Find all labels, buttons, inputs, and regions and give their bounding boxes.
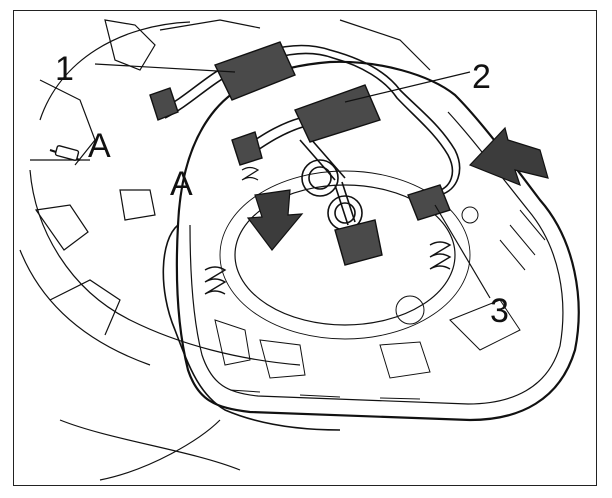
connectors [149,41,451,266]
connector-1 [214,41,296,101]
callout-a-left: A [88,127,111,165]
figure-frame [13,10,597,486]
connector-left-clip [149,87,179,121]
connector-3-plug [334,219,383,266]
leader-3 [434,204,491,299]
callout-1: 1 [55,50,74,88]
connector-center-clip [231,131,263,166]
down-arrow [246,189,304,251]
wire-a-terminal [54,145,80,161]
left-arrow [468,126,549,187]
callout-3: 3 [490,292,509,330]
steering-wheel-background [19,19,431,481]
wire-a-outline [162,224,341,431]
connector-3 [407,184,451,221]
leader-1 [94,63,236,73]
connector-2 [294,84,381,143]
leader-2 [344,71,471,103]
callout-a-center: A [170,165,193,203]
leader-lines [94,63,491,299]
callout-2: 2 [472,58,491,96]
